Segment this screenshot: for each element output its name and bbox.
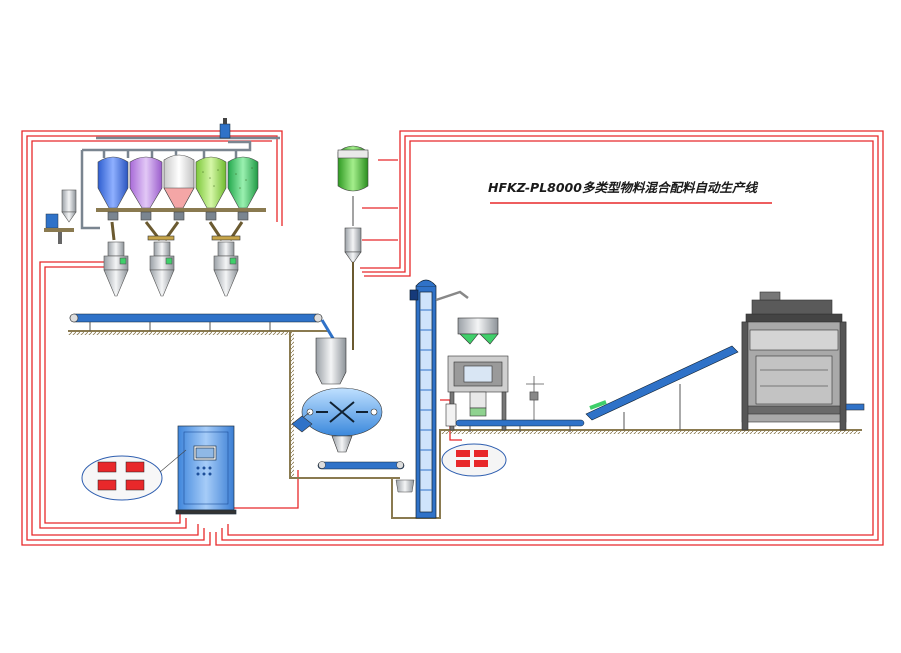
silo-green	[227, 156, 259, 209]
silo-purple	[129, 156, 163, 209]
ground-lines	[68, 330, 862, 519]
hopper-2	[149, 241, 175, 297]
packaging-machine	[445, 317, 509, 431]
mixer-conveyor	[317, 461, 415, 493]
silo-lime	[195, 156, 227, 209]
mixer	[291, 337, 383, 453]
screw-conveyors	[110, 221, 244, 241]
incline-conveyor	[585, 345, 739, 430]
sewing-unit	[526, 376, 544, 420]
control-wiring	[21, 130, 884, 546]
palletizer	[741, 291, 865, 431]
hopper-1	[103, 241, 129, 297]
feed-pipes	[80, 136, 280, 230]
belt-conveyor-top	[69, 313, 336, 341]
diagram-title: HFKZ-PL8000多类型物料混合配料自动生产线	[488, 180, 758, 195]
top-motor	[219, 118, 231, 139]
hopper-3	[213, 241, 239, 297]
dust-collector	[44, 189, 77, 244]
liquid-tank	[337, 145, 369, 350]
weighing-display-panel	[441, 443, 507, 477]
control-cabinet	[175, 425, 237, 515]
cabinet-display-callout	[81, 449, 187, 501]
silo-white	[163, 154, 195, 209]
weighing-hoppers	[103, 241, 239, 297]
silo-blue	[97, 156, 129, 209]
silos	[96, 154, 266, 221]
bucket-elevator	[409, 279, 469, 519]
bag-conveyor	[455, 419, 585, 432]
